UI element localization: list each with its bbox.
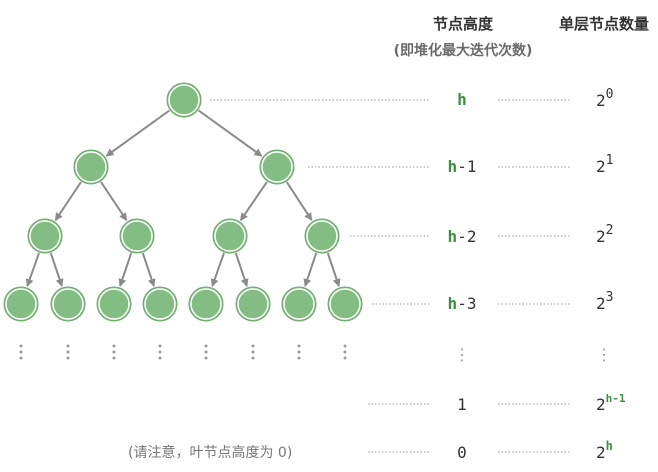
vertical-ellipsis-dot: [251, 344, 255, 348]
tree-node-ring: [144, 288, 176, 320]
tree-node-ring: [121, 220, 153, 252]
vertical-ellipsis-dot: [158, 344, 162, 348]
tree-node-ring: [190, 288, 222, 320]
vertical-ellipsis-dot: [19, 356, 23, 360]
tree-edge: [25, 252, 40, 288]
tree-node-ring: [75, 151, 107, 183]
tree-node: [142, 286, 178, 322]
tree-node-ring: [168, 84, 200, 116]
tree-node: [73, 149, 109, 185]
vertical-ellipsis-dot: [158, 356, 162, 360]
vertical-ellipsis-dot: [66, 356, 70, 360]
vertical-ellipsis-dot: [19, 350, 23, 354]
vertical-ellipsis-dot: [297, 350, 301, 354]
vertical-ellipsis-dot: [343, 356, 347, 360]
tree-edge: [234, 252, 249, 287]
vertical-ellipsis-dot: [112, 356, 116, 360]
tree-edge: [326, 252, 341, 287]
height-column-title: 节点高度: [432, 15, 493, 33]
count-row-1: 21: [596, 153, 613, 176]
tree-node-ring: [52, 288, 84, 320]
tree-node: [166, 82, 202, 118]
tree-node: [304, 218, 340, 254]
height-row-3: h-3: [448, 294, 477, 313]
height-row-2: h-2: [448, 227, 477, 246]
vertical-ellipsis-dot: [343, 350, 347, 354]
count-row-ellipsis: ⋮: [596, 345, 612, 364]
tree-node-ring: [283, 288, 315, 320]
tree-node-ring: [29, 220, 61, 252]
count-row-h: 2h: [596, 439, 613, 462]
vertical-ellipsis-dot: [251, 356, 255, 360]
tree-edge: [49, 252, 64, 287]
continuation-dots: [19, 344, 347, 360]
tree-edge: [54, 181, 82, 222]
tree-node-ring: [5, 288, 37, 320]
tree-node: [3, 286, 39, 322]
tree-edges: [25, 109, 341, 288]
tree-node-ring: [237, 288, 269, 320]
height-row-1: h-1: [448, 157, 477, 176]
vertical-ellipsis-dot: [343, 344, 347, 348]
count-row-0: 20: [596, 87, 613, 110]
height-column-subtitle: (即堆化最大迭代次数): [393, 43, 533, 59]
tree-node: [235, 286, 271, 322]
vertical-ellipsis-dot: [66, 344, 70, 348]
count-row-2: 22: [596, 223, 613, 246]
height-row-0-value: 0: [457, 443, 467, 462]
tree-node-ring: [214, 220, 246, 252]
height-row-0: h: [457, 90, 467, 109]
tree-node-ring: [98, 288, 130, 320]
tree-edge: [118, 252, 133, 287]
guide-dotted-lines: [210, 99, 570, 453]
leaf-height-note: (请注意，叶节点高度为 0): [128, 445, 293, 461]
tree-node-ring: [261, 151, 293, 183]
tree-edge: [239, 181, 268, 222]
tree-node: [119, 218, 155, 254]
vertical-ellipsis-dot: [251, 350, 255, 354]
tree-node: [96, 286, 132, 322]
tree-edge: [285, 181, 313, 221]
tree-node: [212, 218, 248, 254]
count-row-3: 23: [596, 290, 613, 313]
tree-edge: [141, 252, 156, 287]
tree-node-ring: [329, 288, 361, 320]
vertical-ellipsis-dot: [297, 356, 301, 360]
tree-nodes: [3, 82, 363, 322]
tree-node: [27, 218, 63, 254]
vertical-ellipsis-dot: [66, 350, 70, 354]
vertical-ellipsis-dot: [112, 344, 116, 348]
count-column-title: 单层节点数量: [558, 15, 649, 33]
tree-edge: [210, 252, 225, 288]
tree-node: [50, 286, 86, 322]
tree-edge: [100, 181, 128, 222]
tree-edge: [198, 109, 263, 157]
height-row-1-value: 1: [457, 395, 467, 414]
vertical-ellipsis-dot: [204, 350, 208, 354]
vertical-ellipsis-dot: [204, 356, 208, 360]
vertical-ellipsis-dot: [297, 344, 301, 348]
tree-node: [188, 286, 224, 322]
count-row-h-minus-1: 2h-1: [596, 392, 626, 414]
height-row-ellipsis: ⋮: [454, 345, 470, 364]
tree-node: [327, 286, 363, 322]
vertical-ellipsis-dot: [204, 344, 208, 348]
tree-node-ring: [306, 220, 338, 252]
tree-edge: [105, 109, 170, 157]
vertical-ellipsis-dot: [158, 350, 162, 354]
tree-node: [281, 286, 317, 322]
tree-node: [259, 149, 295, 185]
vertical-ellipsis-dot: [112, 350, 116, 354]
vertical-ellipsis-dot: [19, 344, 23, 348]
tree-edge: [303, 252, 318, 287]
